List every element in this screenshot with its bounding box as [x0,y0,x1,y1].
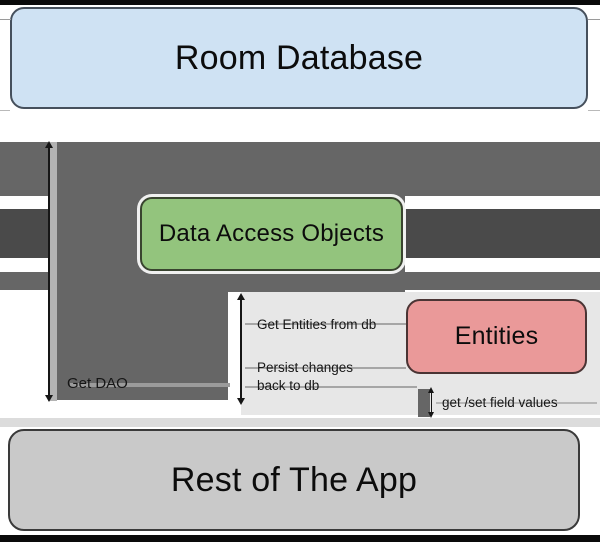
persist-changes-label-line1: Persist changes [257,360,354,375]
room-database-label: Room Database [174,38,424,77]
flow-block-gap [228,292,241,400]
get-dao-label: Get DAO [67,375,128,392]
bottom-flow-band [0,418,600,427]
crop-line-mid-right [588,110,600,111]
rest-of-app-label: Rest of The App [170,460,418,499]
get-dao-double-arrow [44,141,53,402]
data-access-objects-node: Data Access Objects [140,197,403,271]
arrow-up-icon [427,387,434,393]
getset-arrow-bar [418,389,430,417]
entities-label: Entities [454,322,539,350]
bottom-frame-bar [0,535,600,542]
arrow-shaft [430,391,432,414]
getset-double-arrow [427,387,436,418]
get-entities-line [245,323,406,325]
getset-line [436,402,597,404]
get-entities-label: Get Entities from db [257,317,377,332]
room-database-node: Room Database [10,7,588,109]
top-frame-bar [0,0,600,5]
back-to-db-line [245,386,417,388]
arrow-down-icon [236,398,245,405]
arrow-down-icon [44,395,53,402]
arrow-up-icon [44,141,53,148]
arrow-shaft [239,297,242,401]
entities-node: Entities [406,299,587,374]
data-access-objects-label: Data Access Objects [158,220,385,247]
arrow-down-icon [427,412,434,418]
dao-entities-double-arrow [236,293,245,405]
get-dao-line [70,383,230,387]
persist-changes-line [245,367,406,369]
persist-changes-label-line2: back to db [257,378,320,393]
get-set-field-values-label: get /set field values [442,395,558,410]
crop-line-mid-left [0,110,10,111]
crop-line-top-right [588,19,600,20]
crop-line-top-left [0,19,11,20]
left-arrow-strip [48,142,57,401]
rest-of-app-node: Rest of The App [8,429,580,531]
arrow-up-icon [236,293,245,300]
arrow-shaft [47,145,50,398]
